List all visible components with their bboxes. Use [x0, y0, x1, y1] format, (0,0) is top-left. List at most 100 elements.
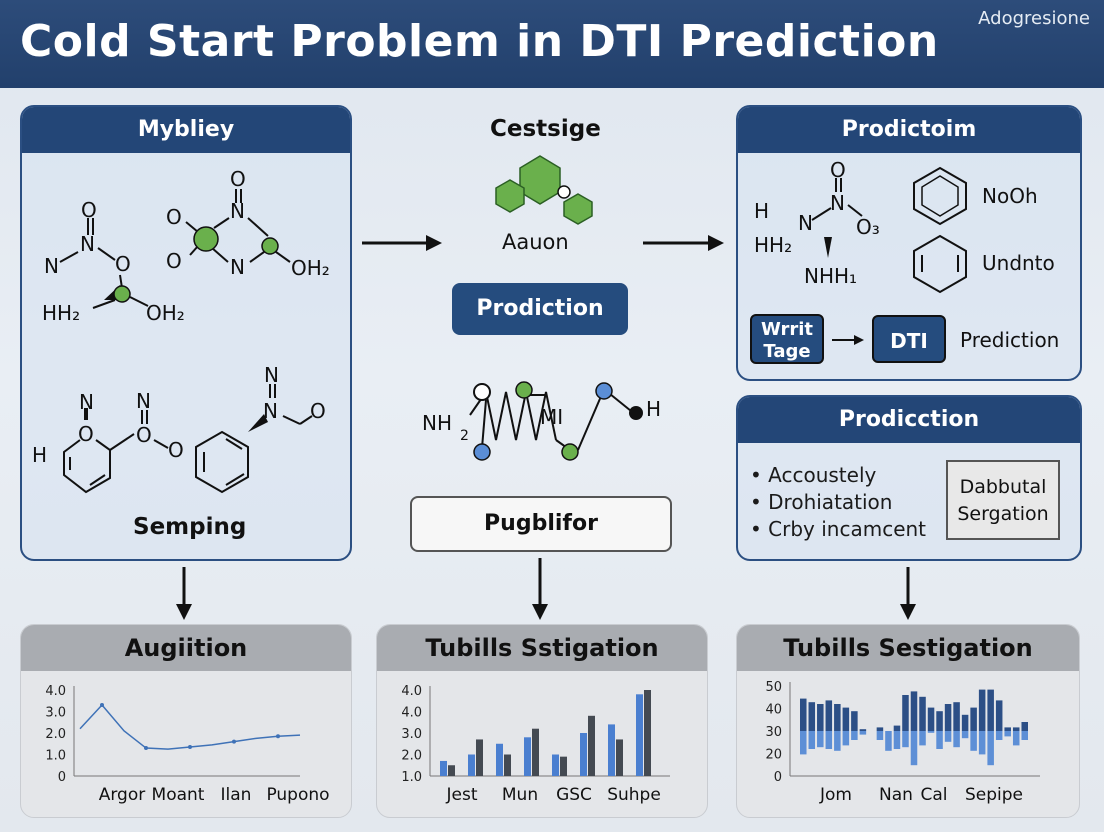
bar	[825, 731, 833, 749]
chart-title: Tubills Sestigation	[737, 625, 1079, 671]
atom-label: N	[79, 390, 94, 414]
arrow-down-icon	[900, 604, 916, 620]
y-tick-label: 3.0	[401, 727, 422, 742]
atom-label: N	[230, 199, 245, 223]
bar	[476, 739, 483, 776]
atom-label: O	[230, 167, 246, 191]
atom-node-icon	[561, 443, 579, 461]
atom-label: N	[830, 191, 845, 215]
atom-label: O	[78, 422, 94, 446]
chain-right-label: H	[646, 397, 661, 421]
atom-label: HH₂	[754, 233, 792, 257]
bar	[927, 731, 935, 733]
line-series	[79, 703, 301, 750]
bar	[825, 700, 833, 731]
data-point	[276, 734, 280, 739]
y-tick-label: 2.0	[401, 749, 422, 764]
atom-label: N	[44, 254, 59, 278]
bar	[978, 731, 986, 755]
bar	[927, 707, 935, 731]
hexagon-cluster-icon	[495, 155, 593, 225]
bar	[902, 731, 909, 748]
bar	[800, 731, 807, 755]
atom-label: H	[32, 443, 47, 467]
data-point	[100, 703, 104, 708]
flow-arrow-small	[832, 335, 864, 345]
bar	[936, 731, 943, 749]
y-tick-label: 40	[765, 703, 782, 718]
output-box: Pugblifor	[410, 496, 672, 552]
arrow-right-icon	[708, 235, 724, 251]
bar	[524, 737, 531, 776]
x-tick-label: Ilan	[221, 785, 252, 805]
atom-label: N	[263, 399, 278, 423]
bar	[834, 704, 841, 731]
bar	[987, 689, 994, 731]
bar	[532, 728, 539, 776]
y-tick-label: 30	[765, 725, 782, 740]
y-tick-label: 1.0	[401, 770, 422, 785]
atom-label: N	[798, 211, 813, 235]
data-point	[188, 744, 192, 749]
bar	[1021, 722, 1028, 731]
flow-label: Prediction	[960, 328, 1060, 352]
atom-label: O	[166, 249, 182, 273]
header-bar: Cold Start Problem in DTI Prediction Ado…	[0, 0, 1104, 88]
y-tick-label: 3.0	[45, 706, 66, 721]
chart-title: Tubills Sstigation	[377, 625, 707, 671]
bar	[1021, 731, 1028, 740]
x-tick-label: Nan	[879, 785, 913, 805]
bar	[1012, 731, 1020, 746]
flow-box-2: DTI	[872, 315, 946, 363]
bar	[448, 765, 455, 776]
bar	[800, 698, 807, 731]
list-item: Crby incamcent	[750, 516, 926, 543]
atom-node-icon	[473, 383, 491, 401]
bar	[885, 731, 892, 751]
bar	[552, 754, 559, 776]
y-tick-label: 1.0	[45, 749, 66, 764]
atom-label: O	[166, 205, 182, 229]
arrow-right-icon	[854, 335, 864, 345]
atom-node-icon	[193, 226, 219, 252]
wedge-bond-icon	[248, 414, 268, 432]
atom-label: O₃	[856, 215, 880, 239]
atom-label: O	[310, 399, 326, 423]
chain-mid-label: MI	[540, 405, 563, 429]
x-tick-label: Mun	[502, 785, 538, 805]
bar	[1004, 731, 1011, 737]
x-tick-label: Jom	[819, 785, 852, 805]
atom-label: N	[136, 389, 151, 413]
bar	[842, 707, 850, 731]
y-tick-label: 20	[765, 748, 782, 763]
brand-label: Adogresione	[978, 8, 1090, 29]
bar	[504, 754, 511, 776]
y-tick-label: 4.0	[45, 684, 66, 699]
bar	[817, 704, 824, 731]
bar	[910, 691, 918, 731]
bar	[440, 760, 447, 776]
bar	[876, 727, 884, 731]
arrow-right-icon	[426, 235, 442, 251]
atom-label: O	[136, 423, 152, 447]
y-tick-label: 0	[774, 770, 782, 785]
bar	[496, 743, 503, 776]
data-point	[232, 739, 236, 744]
atom-label: O	[81, 198, 97, 222]
x-tick-label: Suhpe	[607, 785, 661, 805]
bar	[859, 731, 867, 735]
chain-left-label: NH	[422, 411, 452, 435]
x-tick-label: Jest	[446, 785, 478, 805]
bar	[842, 731, 850, 746]
bar	[995, 700, 1003, 731]
bar	[608, 724, 615, 776]
right-mid-bullet-list: Accoustely Drohiatation Crby incamcent	[750, 462, 926, 543]
y-tick-label: 4.0	[401, 684, 422, 699]
bar	[944, 704, 952, 731]
flow-box-1: Wrrit Tage	[750, 314, 824, 364]
atom-node-icon	[113, 285, 131, 303]
bar	[995, 731, 1003, 740]
atom-label: N	[80, 232, 95, 256]
